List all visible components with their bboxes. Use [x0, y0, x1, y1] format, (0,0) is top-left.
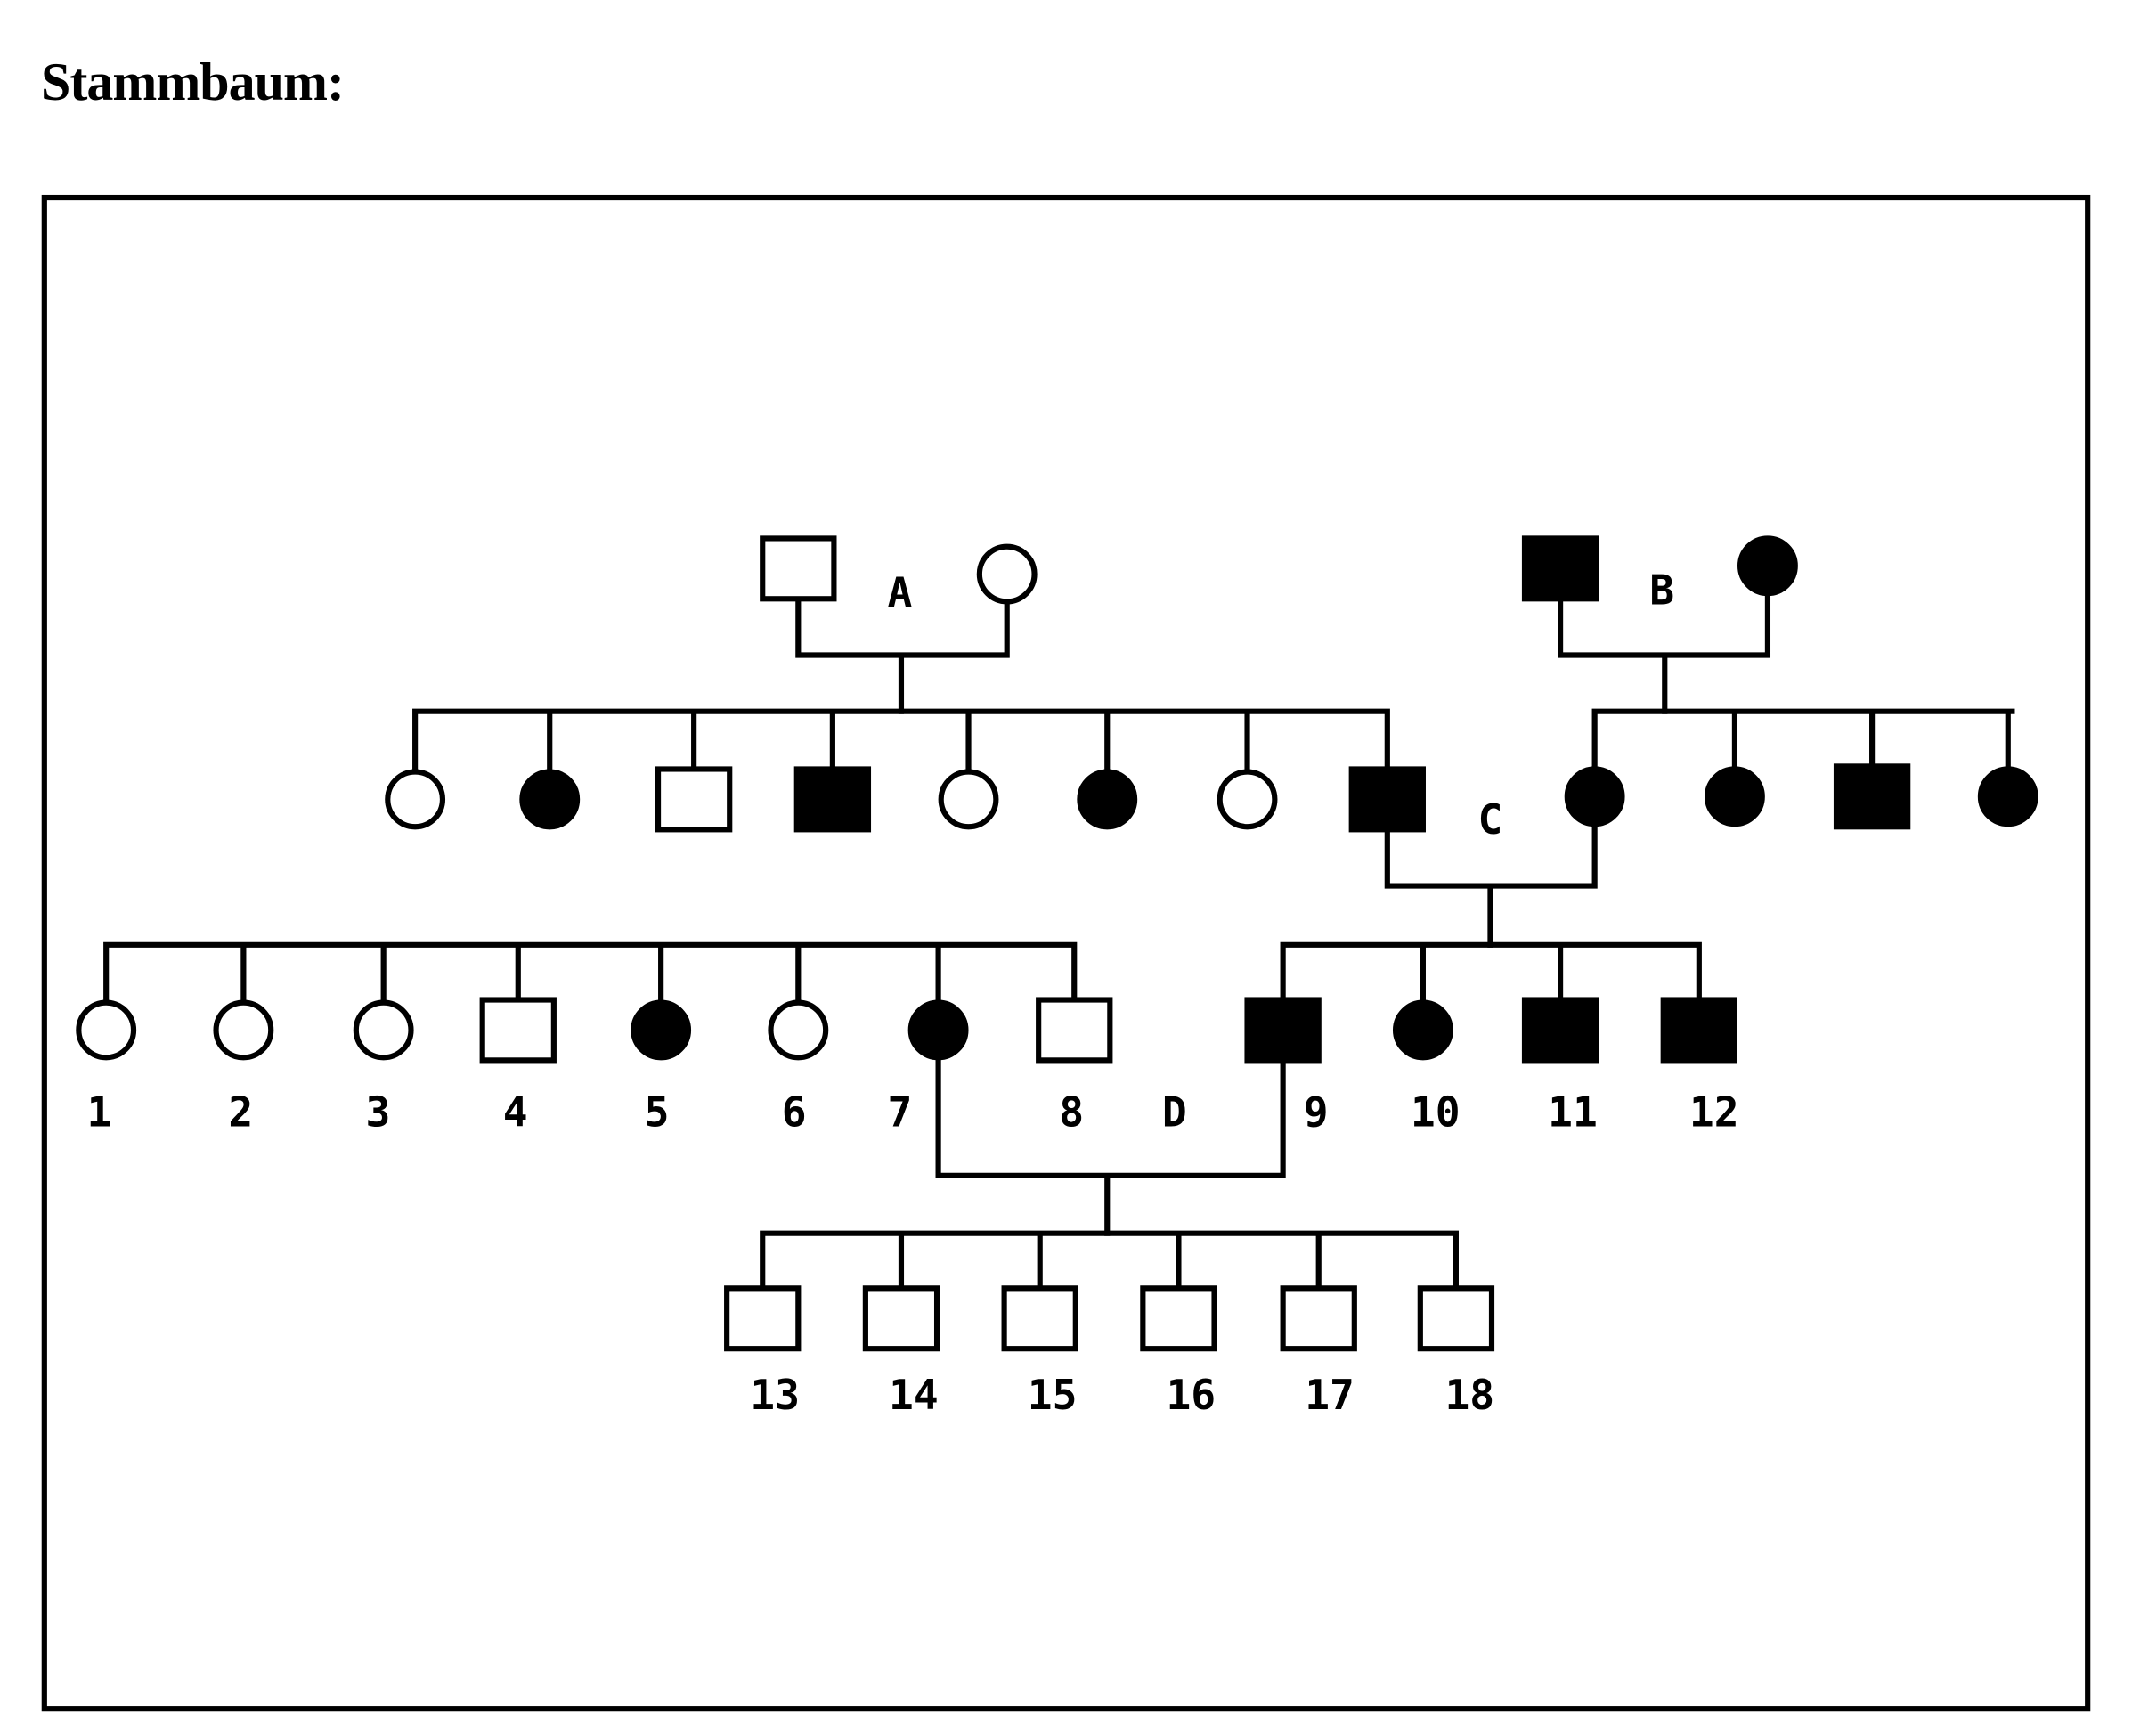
gen2-a-child-male-unaffected [655, 766, 733, 833]
diagram-frame [41, 194, 2091, 1712]
gen2-a-child-female-unaffected [385, 769, 446, 830]
person-number-18: 18 [1444, 1371, 1494, 1419]
gen2-a-child-female-unaffected [1217, 769, 1278, 830]
person-number-10: 10 [1411, 1088, 1461, 1136]
sibship-line-a [412, 708, 1390, 772]
person-number-15: 15 [1028, 1371, 1078, 1419]
person-number-2: 2 [228, 1088, 253, 1136]
sibship-line-b [1591, 708, 2015, 772]
couple-label-b: B [1649, 566, 1674, 614]
person-9-male-affected [1244, 997, 1322, 1064]
person-number-12: 12 [1689, 1088, 1739, 1136]
person-number-16: 16 [1166, 1371, 1216, 1419]
person-17-male-unaffected [1280, 1285, 1357, 1352]
gen1-b-mother-female-affected [1737, 535, 1798, 597]
person-number-13: 13 [750, 1371, 800, 1419]
person-number-9: 9 [1304, 1088, 1329, 1136]
couple-line-c [1384, 821, 1598, 948]
gen2-b-child-female-affected [1977, 766, 2038, 827]
gen2-b-child-male-affected [1833, 763, 1911, 830]
person-13-male-unaffected [724, 1285, 802, 1352]
person-number-1: 1 [87, 1088, 112, 1136]
person-2-female-unaffected [213, 999, 274, 1061]
person-12-male-affected [1660, 997, 1738, 1064]
couple-label-a: A [887, 569, 912, 617]
person-3-female-unaffected [353, 999, 414, 1061]
gen2-a-child-female-affected [1077, 769, 1138, 830]
person-1-female-unaffected [76, 999, 137, 1061]
person-number-3: 3 [366, 1088, 391, 1136]
couple-line-a [795, 596, 1010, 714]
person-number-8: 8 [1059, 1088, 1084, 1136]
person-number-17: 17 [1305, 1371, 1355, 1419]
gen2-b-child-female-affected [1704, 766, 1765, 827]
gen2-b-child-female-affected [1564, 766, 1625, 827]
person-number-4: 4 [503, 1088, 528, 1136]
gen2-a-child-female-affected [519, 769, 581, 830]
couple-line-d [935, 1055, 1286, 1236]
couple-line-b [1558, 591, 1771, 714]
person-11-male-affected [1521, 997, 1599, 1064]
person-8-male-unaffected [1036, 997, 1113, 1064]
sibship-line-c [1280, 941, 1702, 1003]
person-5-female-affected [631, 999, 692, 1061]
person-18-male-unaffected [1417, 1285, 1495, 1352]
person-number-11: 11 [1548, 1088, 1598, 1136]
person-6-female-unaffected [768, 999, 829, 1061]
sibship-line-left [103, 941, 1078, 1006]
sibship-line-d [760, 1230, 1459, 1292]
person-7-female-affected [907, 999, 969, 1061]
gen2-a-child-male-affected [793, 766, 872, 833]
person-number-5: 5 [645, 1088, 670, 1136]
page-title: Stammbaum: [41, 53, 345, 111]
gen1-a-mother-female-unaffected [976, 543, 1038, 605]
gen2-a-child-male-affected [1348, 766, 1426, 833]
person-14-male-unaffected [862, 1285, 940, 1352]
person-10-female-affected [1392, 999, 1453, 1061]
person-4-male-unaffected [479, 997, 557, 1064]
person-number-7: 7 [887, 1088, 912, 1136]
gen2-a-child-female-unaffected [938, 769, 999, 830]
person-15-male-unaffected [1001, 1285, 1078, 1352]
person-number-14: 14 [889, 1371, 939, 1419]
couple-label-d: D [1162, 1088, 1187, 1136]
person-number-6: 6 [782, 1088, 807, 1136]
gen1-a-father-male-unaffected [760, 535, 837, 602]
person-16-male-unaffected [1140, 1285, 1217, 1352]
gen1-b-father-male-affected [1521, 535, 1599, 602]
couple-label-c: C [1478, 795, 1503, 844]
